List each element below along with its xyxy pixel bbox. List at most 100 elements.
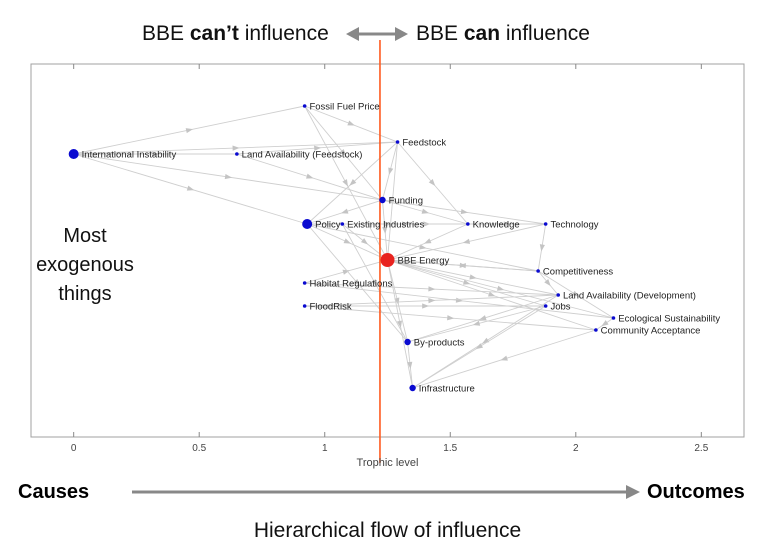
node-fund bbox=[379, 196, 386, 204]
plot-frame bbox=[30, 63, 745, 438]
edge-arrow-comp-landd bbox=[544, 279, 551, 287]
node-label-eco: Ecological Sustainability bbox=[618, 314, 720, 325]
edge-arrow-eco-comm bbox=[601, 320, 609, 327]
edge-arrow-intl-policy bbox=[186, 185, 195, 191]
node-fossil bbox=[302, 104, 307, 108]
edge-arrow-feed-know bbox=[428, 179, 436, 187]
x-tick-label: 1 bbox=[322, 443, 328, 454]
edge-arrow-landf-fund bbox=[306, 173, 314, 179]
node-label-bbe: BBE Energy bbox=[398, 256, 450, 267]
cant-prefix: BBE bbox=[142, 22, 190, 45]
edge-arrow-comp-bbe bbox=[458, 263, 466, 269]
edge-arrow-intl-fund bbox=[224, 173, 233, 180]
node-eco bbox=[611, 316, 616, 320]
node-comm bbox=[594, 328, 598, 332]
double-arrow-icon bbox=[346, 27, 408, 41]
flow-caption: Hierarchical flow of influence bbox=[253, 519, 522, 542]
side-label-line-2: exogenous bbox=[36, 254, 134, 276]
edge-arrow-tech-comp bbox=[539, 244, 545, 252]
edge-arrow-policy-bbe bbox=[343, 238, 351, 244]
edge-arrow-landd-byp bbox=[479, 315, 487, 321]
edge-arrow-habitat-landd bbox=[428, 286, 436, 292]
cant-suffix: influence bbox=[238, 22, 329, 45]
edge-arrow-feed-fund bbox=[388, 167, 394, 175]
edge-arrow-flood-jobs bbox=[422, 303, 430, 309]
edge-arrow-bbe-comm bbox=[488, 291, 496, 297]
edge-arrow-bbe-infra bbox=[396, 320, 403, 328]
node-label-habitat: Habitat Regulations bbox=[309, 279, 392, 290]
node-label-tech: Technology bbox=[550, 220, 598, 231]
edge-arrow-feed-policy bbox=[349, 179, 357, 186]
cant-influence-label: BBE can’t influence bbox=[142, 22, 329, 46]
trophic-network-plot: 0 0.5 1 1.5 2 2.5 Fossil Fuel PriceFeedstockI… bbox=[30, 40, 745, 463]
edges-layer bbox=[73, 105, 614, 389]
node-label-intl: International Instability bbox=[82, 150, 177, 161]
node-label-know: Knowledge bbox=[473, 220, 520, 231]
node-tech bbox=[543, 222, 548, 226]
side-label-line-1: Most bbox=[63, 225, 107, 247]
edge-arrow-fund-policy bbox=[341, 208, 349, 214]
edge-arrow-exist-byp bbox=[371, 279, 377, 287]
node-label-landf: Land Availability (Feedstock) bbox=[242, 150, 363, 161]
can-bold: can bbox=[463, 22, 501, 45]
node-landd bbox=[556, 293, 561, 297]
edge-arrow-intl-fossil bbox=[185, 128, 194, 134]
can-influence-label: BBE can influence bbox=[416, 22, 590, 46]
edge-arrow-fund-bbe bbox=[382, 226, 388, 234]
node-policy bbox=[302, 219, 313, 229]
causes-to-outcomes-arrow-icon bbox=[132, 485, 640, 499]
edge-arrow-know-tech bbox=[503, 221, 511, 227]
edge-arrow-exist-know bbox=[402, 221, 410, 227]
node-label-flood: FloodRisk bbox=[309, 302, 351, 313]
x-tick-label: 0.5 bbox=[192, 443, 206, 454]
edge-arrow-comp-eco bbox=[571, 290, 580, 297]
edge-arrow-comm-infra bbox=[500, 355, 508, 361]
edge-arrow-policy-byp bbox=[353, 279, 360, 287]
edge-arrow-jobs-byp bbox=[472, 320, 481, 326]
node-know bbox=[466, 222, 470, 226]
x-tick-label: 1.5 bbox=[443, 443, 457, 454]
node-label-feed: Feedstock bbox=[402, 138, 446, 149]
most-exogenous-label: Most exogenous things bbox=[20, 222, 150, 309]
edge-arrow-habitat-eco bbox=[455, 297, 464, 303]
edge-arrow-fund-know bbox=[421, 208, 430, 214]
node-infra bbox=[409, 384, 416, 392]
edge-arrow-fossil-fund bbox=[339, 149, 347, 157]
side-label-line-3: things bbox=[58, 283, 112, 305]
edge-arrow-flood-comm bbox=[447, 315, 455, 321]
edge-arrow-exist-bbe bbox=[360, 238, 369, 245]
node-label-comm: Community Acceptance bbox=[601, 326, 701, 337]
x-tick-label: 2 bbox=[573, 443, 579, 454]
edge-arrow-bbe-jobs bbox=[462, 279, 471, 285]
node-label-infra: Infrastructure bbox=[419, 384, 475, 395]
nodes-layer: Fossil Fuel PriceFeedstockInternational … bbox=[68, 102, 720, 395]
outcomes-label: Outcomes bbox=[647, 481, 745, 503]
node-label-fossil: Fossil Fuel Price bbox=[309, 102, 379, 113]
can-prefix: BBE bbox=[416, 22, 464, 45]
edge-arrow-fossil-bbe bbox=[342, 179, 348, 187]
node-label-policy: Policy bbox=[315, 220, 341, 231]
x-tick-label: 0 bbox=[71, 443, 77, 454]
x-axis-label: Trophic level bbox=[356, 457, 419, 469]
edge-arrow-fund-tech bbox=[460, 208, 469, 215]
node-byp bbox=[404, 338, 411, 346]
causes-label: Causes bbox=[18, 481, 90, 503]
edge-arrow-bbe-landd bbox=[469, 274, 477, 280]
node-label-comp: Competitiveness bbox=[543, 267, 613, 278]
node-intl bbox=[68, 149, 79, 159]
node-label-fund: Funding bbox=[389, 196, 423, 207]
edge-arrow-landf-feed bbox=[314, 145, 322, 151]
edge-arrow-bbe-eco bbox=[496, 285, 505, 291]
edge-arrow-jobs-infra bbox=[475, 343, 484, 350]
x-tick-label: 2.5 bbox=[694, 443, 708, 454]
can-suffix: influence bbox=[500, 22, 590, 45]
cant-bold: can’t bbox=[189, 22, 239, 45]
node-exist bbox=[340, 222, 345, 226]
node-bbe bbox=[380, 253, 395, 267]
node-label-byp: By-products bbox=[414, 338, 465, 349]
node-feed bbox=[395, 140, 400, 144]
edge-arrow-flood-landd bbox=[428, 298, 436, 304]
edge-arrow-know-bbe bbox=[424, 238, 432, 244]
node-label-exist: Existing Industries bbox=[347, 220, 424, 231]
x-axis-ticks: 0 0.5 1 1.5 2 2.5 bbox=[71, 64, 709, 454]
